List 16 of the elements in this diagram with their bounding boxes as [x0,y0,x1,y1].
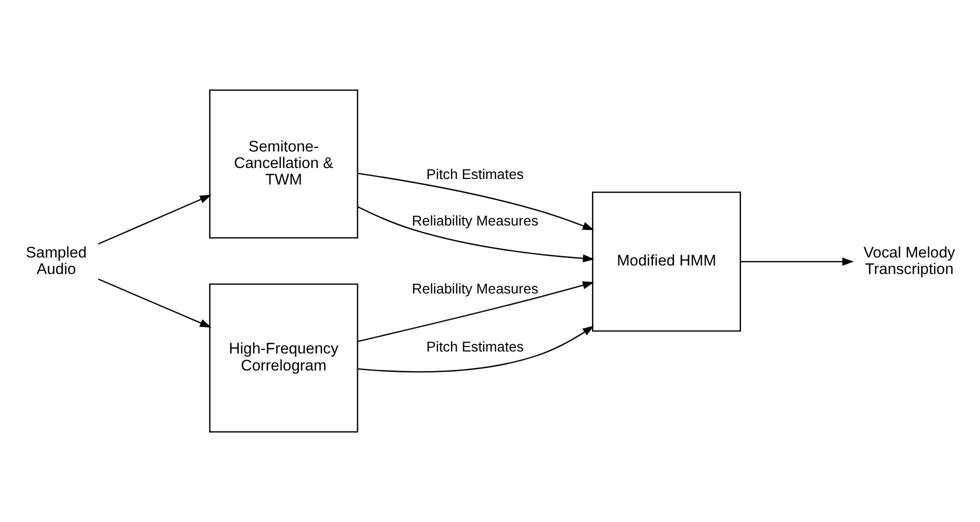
edge-label: Pitch Estimates [426,338,524,354]
node-box: Modified HMM [591,192,741,332]
node-box: Semitone- Cancellation & TWM [208,90,358,239]
node-text: Vocal Melody Transcription [862,244,955,278]
edge-label: Reliability Measures [411,212,538,228]
arrow [740,258,854,266]
arrow [98,194,211,245]
arrow [357,281,594,342]
arrow [357,172,594,230]
arrow [357,206,594,262]
node-text: Sampled Audio [25,244,86,278]
edge-label: Pitch Estimates [426,166,524,182]
arrow [98,278,211,328]
arrow [357,326,594,372]
edge-label: Reliability Measures [411,280,538,296]
node-box: High-Frequency Correlogram [208,283,358,432]
